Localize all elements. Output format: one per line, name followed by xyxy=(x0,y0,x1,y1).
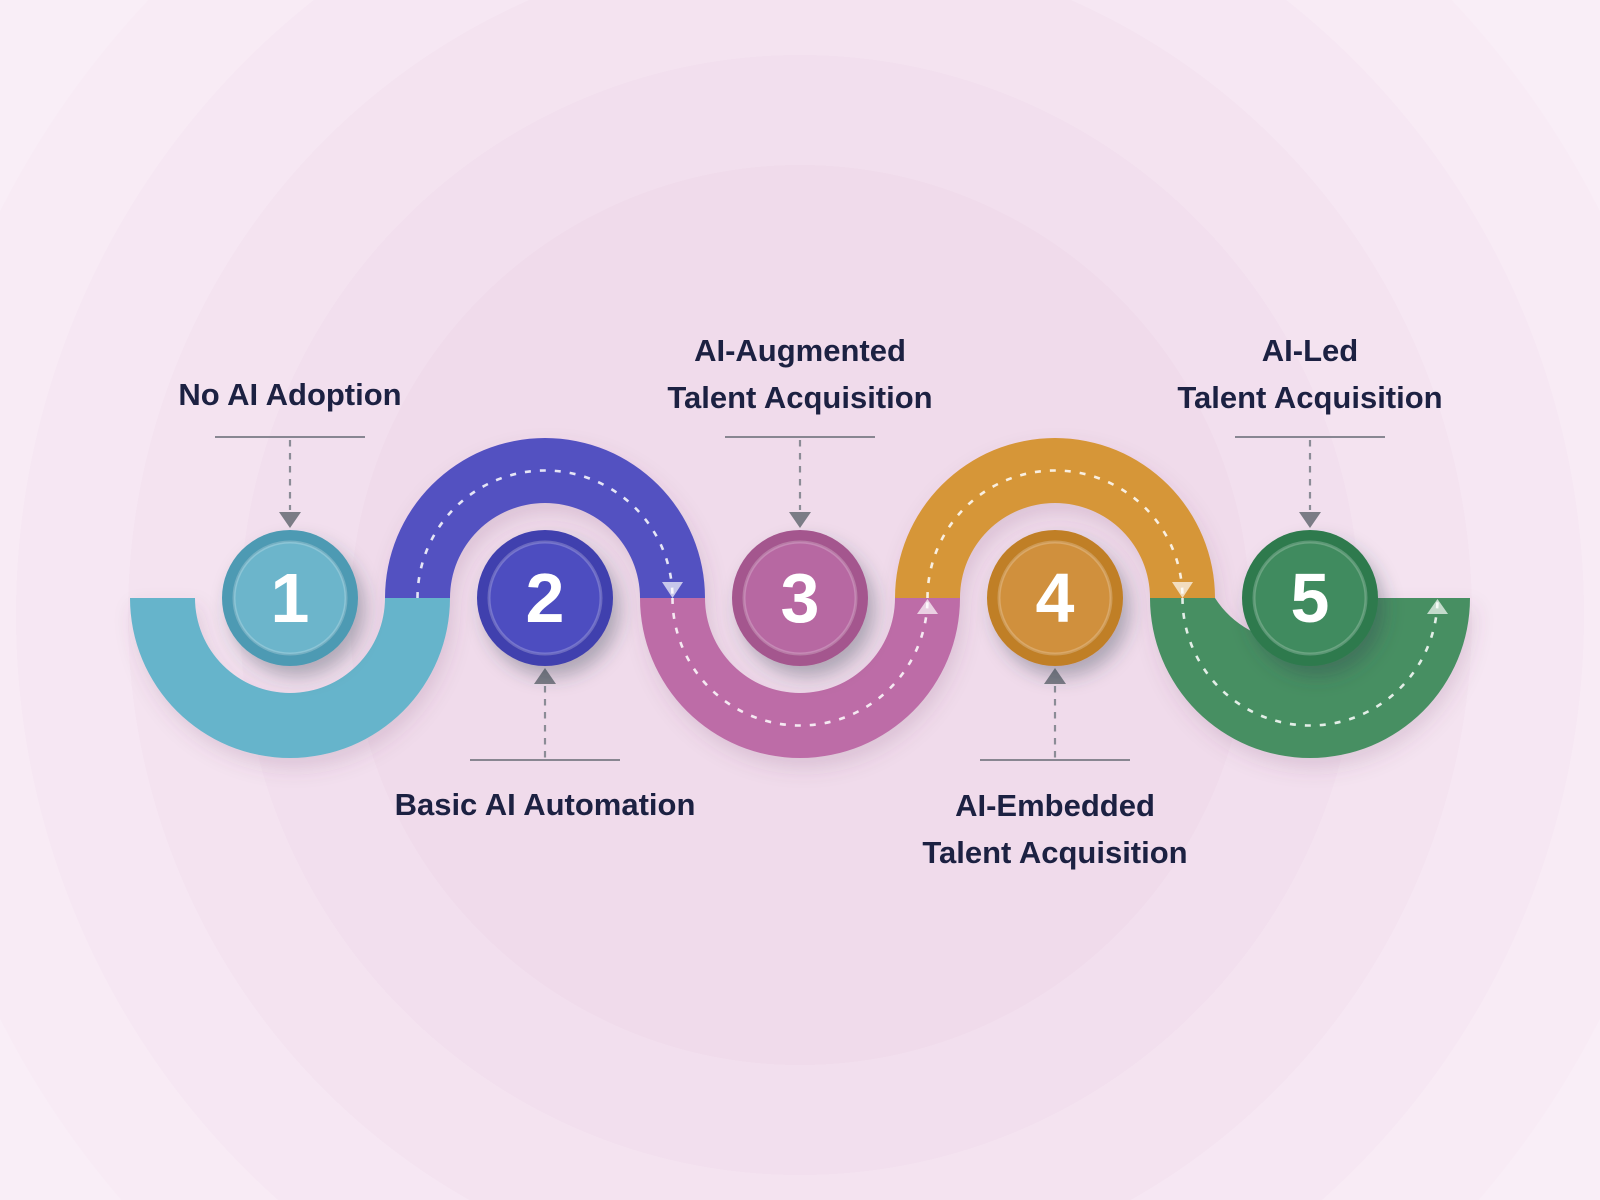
arc-stage-4 xyxy=(895,438,1215,598)
stage-label-3: AI-Augmented Talent Acquisition xyxy=(667,327,932,421)
up-arrowhead-icon xyxy=(534,668,556,684)
stage-label-line: Talent Acquisition xyxy=(1177,380,1443,415)
connector-stage-3 xyxy=(725,436,875,528)
arc-stage-1 xyxy=(130,598,450,758)
arc-stage-5 xyxy=(1150,598,1470,758)
up-arrowhead-icon xyxy=(1044,668,1066,684)
stage-label-1: No AI Adoption xyxy=(178,377,401,413)
flow-down-arrowhead-icon xyxy=(662,582,683,598)
stage-number-3: 3 xyxy=(781,559,820,637)
connector-stage-1 xyxy=(215,436,365,528)
flow-down-arrowhead-icon xyxy=(1172,582,1193,598)
stage-label-line: No AI Adoption xyxy=(178,377,402,412)
connector-stage-5 xyxy=(1235,436,1385,528)
connector-stage-2 xyxy=(470,668,620,761)
stage-badge-4: 4 xyxy=(987,530,1123,666)
stage-label-4: AI-Embedded Talent Acquisition xyxy=(922,782,1187,876)
flow-dash-stage-5 xyxy=(1181,597,1439,727)
flow-end-up-arrowhead-icon xyxy=(1427,599,1448,614)
stage-badge-1: 1 xyxy=(222,530,358,666)
stage-label-line: Basic AI Automation xyxy=(394,787,696,822)
flow-dash-stage-4 xyxy=(926,469,1184,599)
stage-label-line: AI-Augmented xyxy=(694,333,906,368)
stage-number-1: 1 xyxy=(271,559,310,637)
flow-dash-stage-2 xyxy=(416,469,674,599)
arc-stage-3 xyxy=(640,598,960,758)
stage-label-line: Talent Acquisition xyxy=(667,380,933,415)
stage-number-4: 4 xyxy=(1036,559,1075,637)
connector-stage-4 xyxy=(980,668,1130,761)
stage-label-line: AI-Embedded xyxy=(955,788,1155,823)
stage-badge-3: 3 xyxy=(732,530,868,666)
stage-label-line: Talent Acquisition xyxy=(922,835,1188,870)
stage-label-line: AI-Led xyxy=(1261,333,1359,368)
stage-number-5: 5 xyxy=(1291,559,1330,637)
down-arrowhead-icon xyxy=(279,512,301,528)
stage-label-2: Basic AI Automation xyxy=(395,787,696,823)
flow-up-arrowhead-icon xyxy=(917,599,938,614)
stage-number-2: 2 xyxy=(526,559,565,637)
stage-label-5: AI-Led Talent Acquisition xyxy=(1177,327,1442,421)
arc-stage-2 xyxy=(385,438,705,598)
stage-badge-2: 2 xyxy=(477,530,613,666)
stage-badge-5: 5 xyxy=(1242,530,1378,666)
down-arrowhead-icon xyxy=(1299,512,1321,528)
down-arrowhead-icon xyxy=(789,512,811,528)
flow-dash-stage-3 xyxy=(671,597,929,727)
